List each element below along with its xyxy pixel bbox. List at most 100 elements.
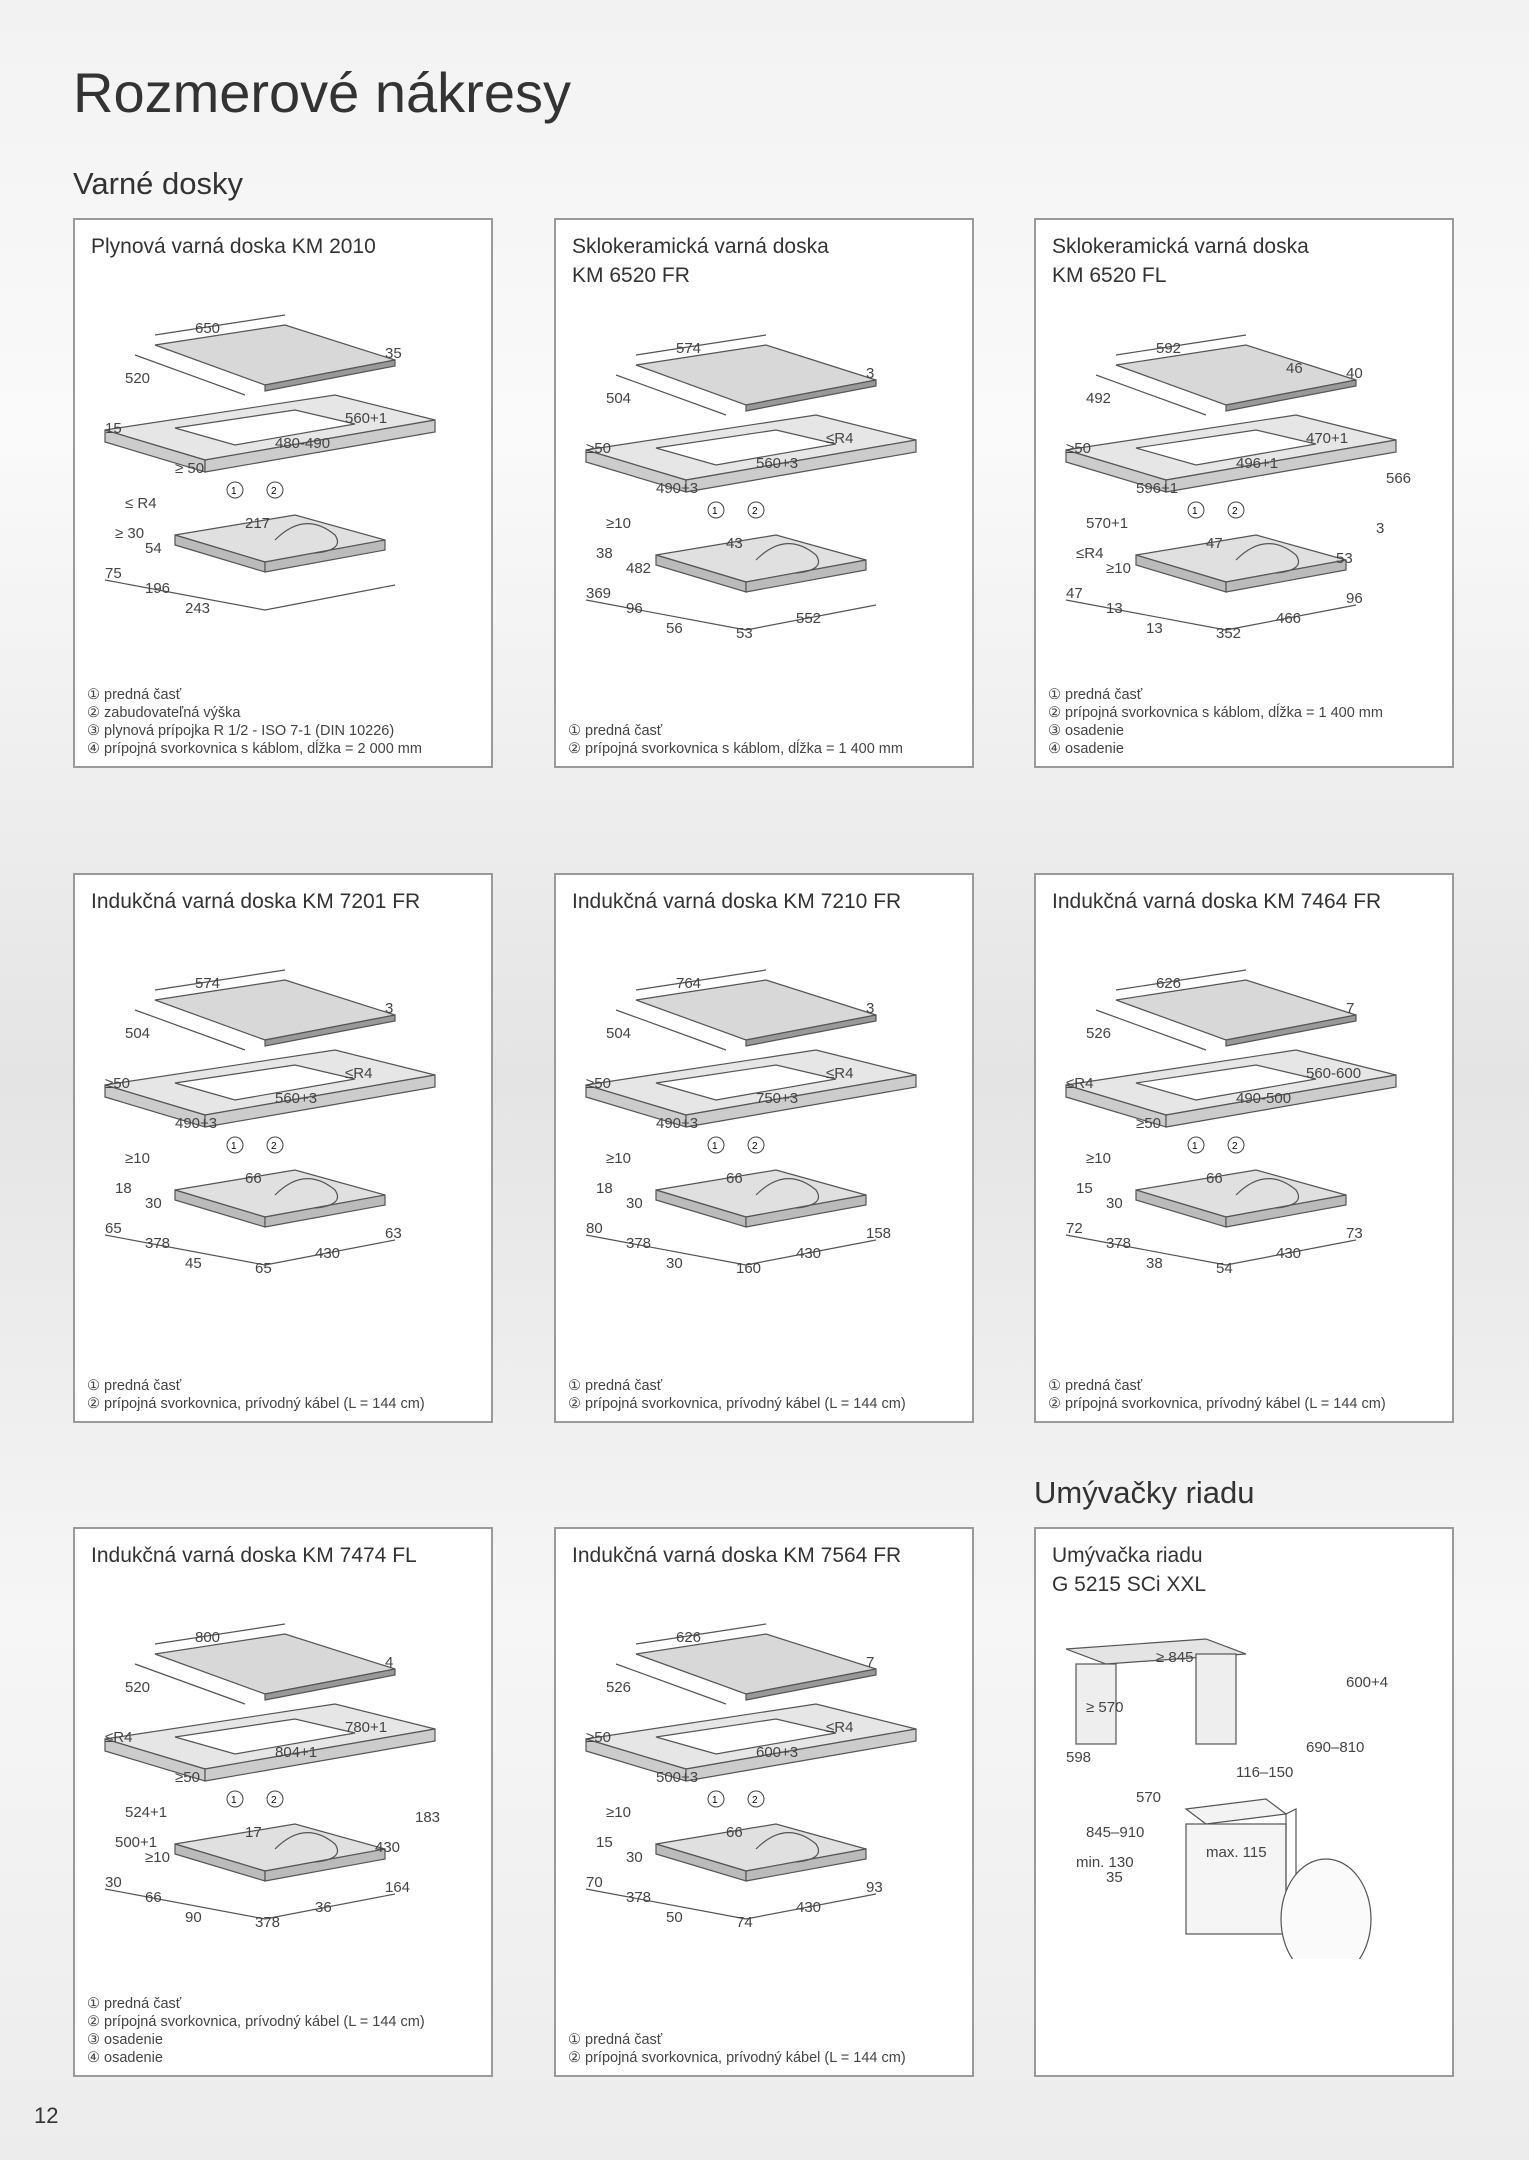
svg-text:2: 2 [752, 1141, 758, 1152]
dimension-label: 552 [796, 610, 822, 627]
svg-text:2: 2 [271, 1141, 277, 1152]
dimension-label: 15 [1076, 1180, 1093, 1197]
dimension-label: 352 [1216, 625, 1242, 642]
dimension-label: 800 [195, 1629, 221, 1646]
dimension-label: 63 [385, 1225, 402, 1242]
dimension-label: 600+4 [1346, 1674, 1389, 1691]
dimension-label: 750+3 [756, 1090, 799, 1107]
dimension-label: 470+1 [1306, 430, 1349, 447]
dimension-label: 3 [866, 365, 875, 382]
dimension-label: 560+1 [345, 410, 388, 427]
legend-item: ① predná časť [87, 1378, 182, 1394]
dimension-label: 378 [626, 1889, 652, 1906]
dimension-label: 35 [1106, 1869, 1123, 1886]
dimension-label: 158 [866, 1225, 892, 1242]
dimension-label: 38 [596, 545, 613, 562]
legend-item: ① predná časť [568, 1378, 663, 1394]
dimension-label: 378 [626, 1235, 652, 1252]
dimension-label: 690–810 [1306, 1739, 1365, 1756]
dimension-label: 504 [606, 390, 632, 407]
svg-text:2: 2 [752, 506, 758, 517]
svg-text:1: 1 [1192, 506, 1198, 517]
dimension-label: 90 [185, 1909, 202, 1926]
dimension-label: ≤ R4 [125, 495, 157, 512]
dimension-label: 30 [626, 1195, 643, 1212]
dimension-drawing: 1 2 [104, 969, 436, 1266]
panel-title: Plynová varná doska KM 2010 [91, 235, 376, 258]
page-title: Rozmerové nákresy [73, 61, 571, 124]
legend-item: ② zabudovateľná výška [87, 705, 241, 721]
dimension-label: 4 [385, 1654, 394, 1671]
dimension-label: 504 [125, 1025, 151, 1042]
dimension-label: 66 [726, 1824, 743, 1841]
dimension-label: 72 [1066, 1220, 1083, 1237]
panel-title: Sklokeramická varná doska KM 6520 FL [1052, 235, 1309, 287]
dimension-label: ≥50 [586, 1729, 611, 1746]
dimension-label: ≥50 [175, 1769, 200, 1786]
dimension-label: 492 [1086, 390, 1112, 407]
dimension-label: ≤R4 [826, 430, 854, 447]
dimension-label: 196 [145, 580, 171, 597]
page-number: 12 [34, 2103, 59, 2128]
legend-item: ④ prípojná svorkovnica s káblom, dĺžka =… [87, 741, 422, 757]
dimension-label: 490+3 [656, 1115, 699, 1132]
dimension-label: 430 [796, 1899, 822, 1916]
dimension-label: 626 [676, 1629, 702, 1646]
dimension-label: 378 [1106, 1235, 1132, 1252]
dimension-label: 13 [1106, 600, 1123, 617]
dimension-label: 73 [1346, 1225, 1363, 1242]
dimension-label: 596+1 [1136, 480, 1179, 497]
svg-text:2: 2 [271, 486, 277, 497]
dimension-label: 15 [105, 420, 122, 437]
dimension-label: 490+3 [175, 1115, 218, 1132]
dimension-drawing: 1 2 [104, 1623, 436, 1920]
dimension-label: 66 [1206, 1170, 1223, 1187]
dimension-label: ≥ 50 [175, 460, 205, 477]
dimension-label: ≥10 [145, 1849, 170, 1866]
panel-title: Indukčná varná doska KM 7201 FR [91, 890, 421, 913]
dimension-label: ≥10 [606, 515, 631, 532]
dimension-label: 500+3 [656, 1769, 699, 1786]
dimension-label: 566 [1386, 470, 1412, 487]
legend-item: ④ osadenie [87, 2050, 163, 2066]
dimension-label: 7 [866, 1654, 875, 1671]
dimension-label: ≥10 [125, 1150, 150, 1167]
dimension-label: 526 [1086, 1025, 1112, 1042]
dimension-drawing: 1 2 [585, 1623, 917, 1920]
legend-item: ② prípojná svorkovnica, prívodný kábel (… [1048, 1396, 1386, 1412]
dimension-label: 560+3 [756, 455, 799, 472]
dimension-drawing: 1 2 [585, 334, 917, 631]
dimension-label: 574 [195, 975, 221, 992]
dimension-label: ≥10 [1086, 1150, 1111, 1167]
legend-item: ② prípojná svorkovnica, prívodný kábel (… [87, 2014, 425, 2030]
dimension-label: ≥10 [606, 1804, 631, 1821]
dimension-label: ≤R4 [1066, 1075, 1094, 1092]
dimension-drawing: 1 2 [585, 969, 917, 1266]
dimension-label: 500+1 [115, 1834, 158, 1851]
dimension-label: 600+3 [756, 1744, 799, 1761]
svg-text:1: 1 [712, 1141, 718, 1152]
legend: ① predná časť ② prípojná svorkovnica, prí… [87, 1377, 425, 1413]
dimension-label: 650 [195, 320, 221, 337]
dimension-label: 53 [1336, 550, 1353, 567]
drawing-panel: Sklokeramická varná doska KM 6520 FL 1 2… [1034, 218, 1454, 768]
dimension-label: 560+3 [275, 1090, 318, 1107]
dimension-label: 70 [586, 1874, 603, 1891]
dimension-label: 35 [385, 345, 402, 362]
dimension-label: ≥50 [1066, 440, 1091, 457]
dimension-label: 764 [676, 975, 702, 992]
legend-item: ③ plynová prípojka R 1/2 - ISO 7-1 (DIN … [87, 723, 395, 739]
dimension-label: 574 [676, 340, 702, 357]
dimension-label: 116–150 [1236, 1764, 1294, 1781]
dimension-label: 560-600 [1306, 1065, 1362, 1082]
dimension-label: 524+1 [125, 1804, 168, 1821]
dimension-label: 65 [105, 1220, 122, 1237]
legend-item: ② prípojná svorkovnica, prívodný kábel (… [87, 1396, 425, 1412]
